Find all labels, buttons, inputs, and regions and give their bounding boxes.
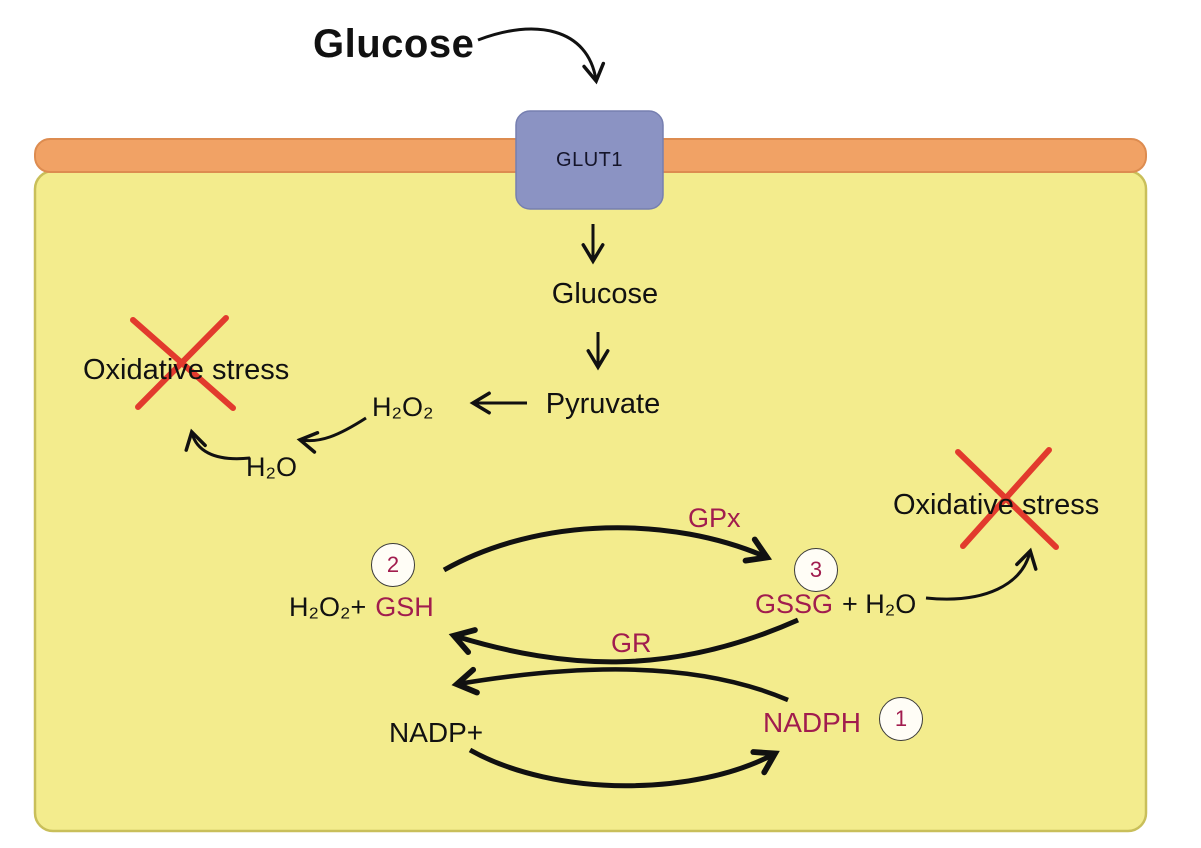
arrow-h2o2-to-h2o bbox=[296, 416, 367, 454]
h2o-label: H₂O bbox=[246, 452, 297, 482]
oxidative-stress-left-label: Oxidative stress bbox=[83, 354, 290, 386]
step-circle-3: 3 bbox=[794, 548, 838, 592]
h2o2-plus-label: H₂O₂+ bbox=[289, 592, 367, 622]
gssg-h2o-group: GSSG + H₂O bbox=[755, 589, 916, 620]
h2o2-gsh-group: H₂O₂+ GSH bbox=[289, 592, 434, 623]
glucose-intracellular-label: Glucose bbox=[551, 278, 659, 310]
arrow-h2o-to-oxidative-left bbox=[184, 428, 251, 461]
oxidative-stress-cross-right bbox=[955, 447, 1059, 550]
arrow-gpx-gsh-to-gssg bbox=[442, 525, 773, 573]
gsh-label: GSH bbox=[375, 592, 434, 622]
arrow-gr-gssg-to-gsh bbox=[448, 617, 800, 665]
glut1-label: GLUT1 bbox=[556, 148, 623, 171]
h2o2-label: H₂O₂ bbox=[372, 392, 434, 422]
plus-h2o-label: + H₂O bbox=[842, 589, 917, 619]
glut1-transporter-box bbox=[515, 110, 664, 210]
pyruvate-label: Pyruvate bbox=[545, 388, 661, 420]
arrow-h2o-to-oxidative-right bbox=[925, 547, 1038, 601]
gssg-label: GSSG bbox=[755, 589, 834, 619]
gpx-enzyme-label: GPx bbox=[688, 503, 741, 533]
oxidative-stress-right-label: Oxidative stress bbox=[893, 489, 1100, 521]
step-circle-2: 2 bbox=[371, 543, 415, 587]
oxidative-stress-cross-left bbox=[130, 315, 236, 411]
step-circle-1: 1 bbox=[879, 697, 923, 741]
arrow-glucose-to-glut1 bbox=[477, 27, 606, 85]
arrow-nadp-to-nadph bbox=[468, 747, 780, 789]
arrow-nadph-to-gr bbox=[451, 666, 789, 703]
nadp-label: NADP+ bbox=[389, 717, 484, 748]
diagram-title: Glucose bbox=[313, 22, 475, 66]
gr-enzyme-label: GR bbox=[611, 628, 652, 658]
nadph-label: NADPH bbox=[763, 707, 862, 738]
